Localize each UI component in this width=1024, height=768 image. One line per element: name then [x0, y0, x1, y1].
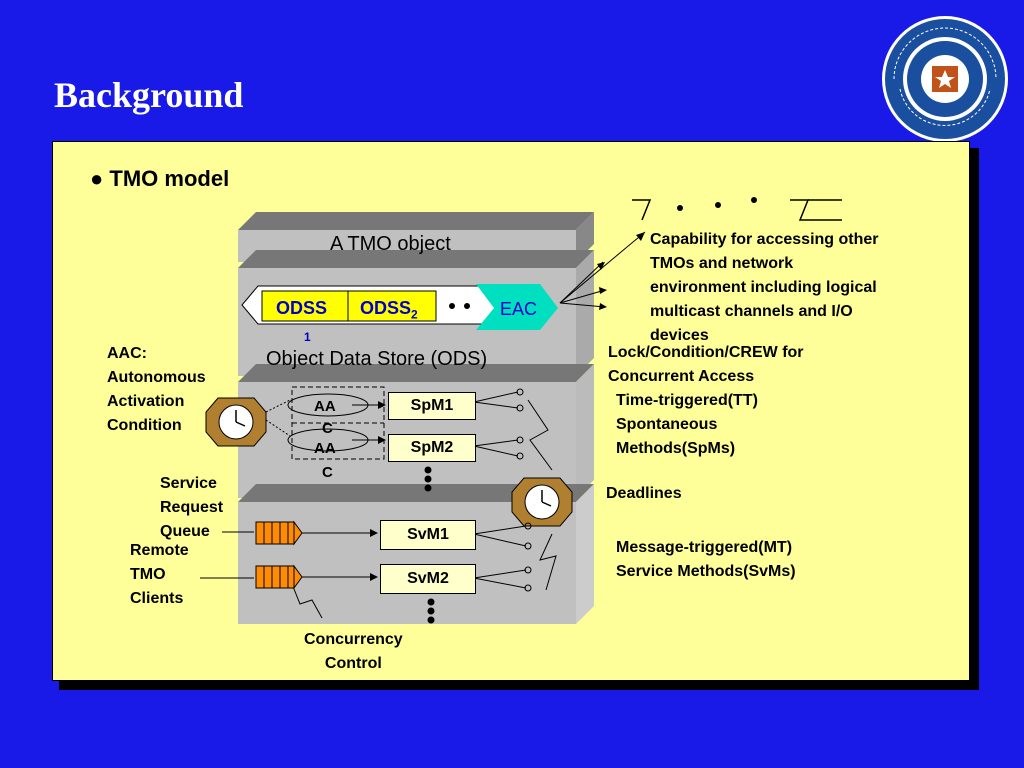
mt-label: Message-triggered(MT) Service Methods(Sv… — [616, 536, 796, 584]
tt-label: Time-triggered(TT) Spontaneous Methods(S… — [616, 389, 758, 461]
bullet-tmo-model: ● TMO model — [90, 166, 229, 192]
odss1-label: ODSS — [276, 298, 328, 318]
srq-line-3: Queue — [160, 523, 210, 540]
concurrency-line-1: Concurrency — [304, 631, 403, 648]
capability-line-2: TMOs and network — [650, 255, 794, 272]
spm1-box: SpM1 — [388, 392, 476, 420]
aac-line-2: Autonomous — [107, 369, 206, 386]
service-queue-1 — [255, 520, 378, 546]
concurrency-line-2: Control — [324, 655, 382, 672]
odss2-subscript: 2 — [411, 307, 418, 322]
aac-label: AAC: Autonomous Activation Condition — [107, 342, 206, 438]
aac-line-4: Condition — [107, 417, 182, 434]
odss2-main: ODSS — [360, 298, 412, 318]
capability-line-4: multicast channels and I/O — [650, 303, 853, 320]
aac2-label-bottom: C — [322, 464, 333, 481]
odss1-cell — [261, 290, 349, 322]
tt-line-1: Time-triggered(TT) — [616, 392, 758, 409]
capability-label: Capability for accessing other TMOs and … — [650, 228, 879, 348]
bullet-icon: ● — [90, 166, 104, 191]
aac-clock-icon — [205, 397, 267, 447]
lock-line-1: Lock/Condition/CREW for — [608, 344, 804, 361]
remote-clients-label: Remote TMO Clients — [130, 539, 189, 611]
odss2-cell — [347, 290, 437, 322]
mt-line-1: Message-triggered(MT) — [616, 539, 793, 556]
mt-line-2: Service Methods(SvMs) — [616, 563, 796, 580]
lock-label: Lock/Condition/CREW for Concurrent Acces… — [608, 341, 804, 389]
remote-line-1: Remote — [130, 542, 189, 559]
service-queue-2 — [255, 564, 378, 590]
odss1-subscript: 1 — [304, 330, 311, 344]
network-symbol — [632, 199, 652, 221]
aac1-label-bottom: C — [322, 420, 333, 437]
eac-label: EAC — [500, 299, 538, 319]
tt-line-3: Methods(SpMs) — [616, 440, 736, 457]
svm2-box: SvM2 — [380, 564, 476, 594]
svm1-box: SvM1 — [380, 520, 476, 550]
aac-line-3: Activation — [107, 393, 185, 410]
university-seal-logo — [882, 16, 1008, 142]
aac2-label-top: AA — [314, 440, 336, 457]
tt-line-2: Spontaneous — [616, 416, 718, 433]
aac-line-1: AAC: — [107, 345, 147, 362]
tmo-object-label: A TMO object — [330, 233, 451, 255]
odss2-label: ODSS2 — [360, 298, 418, 322]
srq-label: Service Request Queue — [160, 472, 223, 544]
deadlines-label: Deadlines — [606, 485, 682, 502]
capability-line-5: devices — [650, 327, 709, 344]
eac-arrow — [476, 284, 558, 330]
remote-line-2: TMO — [130, 566, 166, 583]
capability-line-1: Capability for accessing other — [650, 231, 879, 248]
capability-line-3: environment including logical — [650, 279, 877, 296]
srq-line-2: Request — [160, 499, 224, 516]
concurrency-label: Concurrency Control — [304, 628, 403, 676]
slide-title: Background — [54, 75, 244, 115]
remote-line-3: Clients — [130, 590, 184, 607]
spm2-box: SpM2 — [388, 434, 476, 462]
srq-line-1: Service — [160, 475, 217, 492]
bullet-text: TMO model — [109, 166, 230, 191]
ods-label: Object Data Store (ODS) — [266, 348, 488, 370]
aac1-label-top: AA — [314, 398, 336, 415]
deadline-clock-icon — [511, 477, 573, 527]
lock-line-2: Concurrent Access — [608, 368, 755, 385]
